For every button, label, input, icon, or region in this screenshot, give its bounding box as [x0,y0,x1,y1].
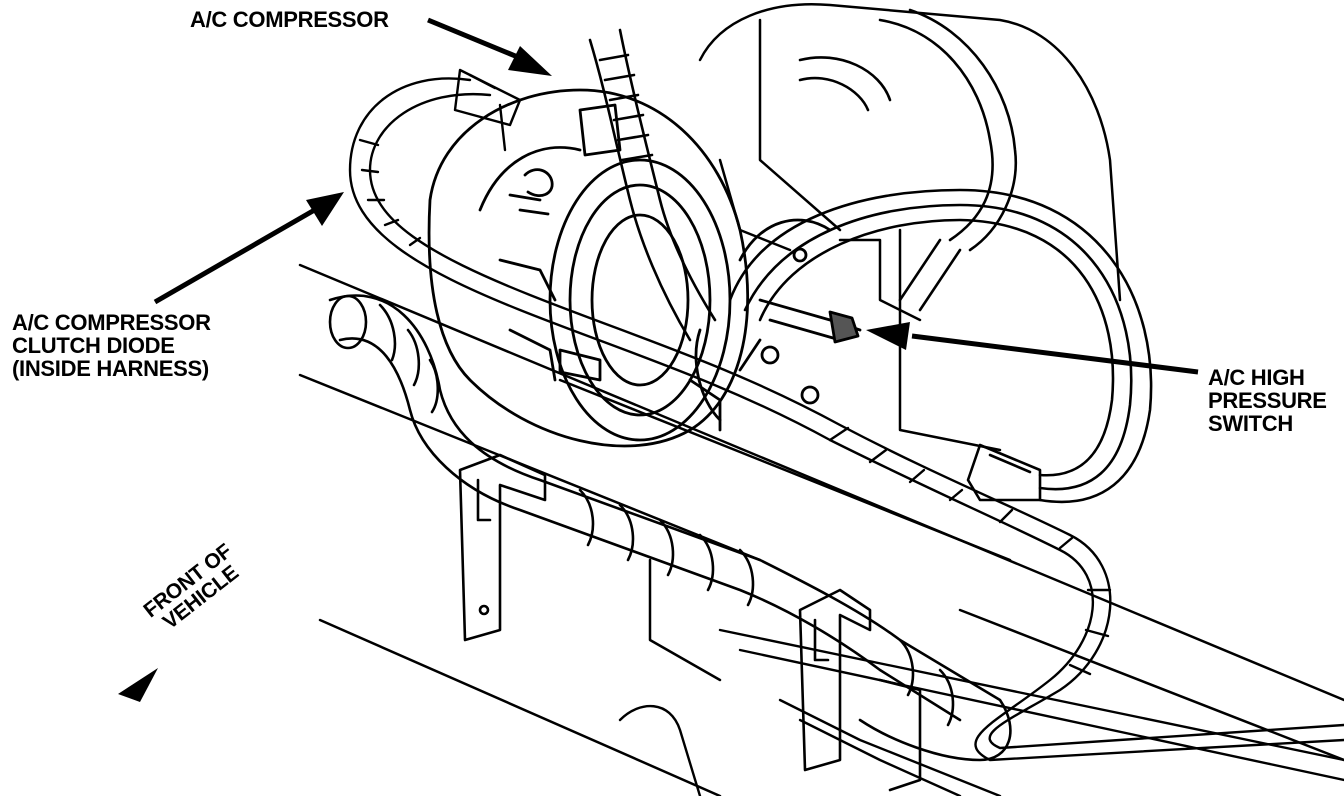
bottom-tubes [618,628,1344,796]
label-line: A/C COMPRESSOR [12,310,211,335]
leader-arrows [153,17,1199,375]
compressor-arrow-icon [508,46,552,76]
label-high-pressure-switch: A/C HIGH PRESSURE SWITCH [1208,366,1327,435]
label-line: A/C COMPRESSOR [190,7,389,32]
switch-arrow-icon [866,322,910,350]
diode-arrow-icon [306,192,344,226]
label-line: PRESSURE [1208,388,1327,413]
frame-rail [298,263,1344,796]
label-ac-compressor: A/C COMPRESSOR [190,8,389,31]
ac-compressor [427,88,750,448]
ac-line [728,188,1153,504]
engine-block [698,3,1122,452]
upper-hoses [588,8,1018,342]
front-arrow-icon [118,668,158,702]
harness-clips [458,453,922,792]
high-pressure-switch [738,218,862,405]
label-line: A/C HIGH [1208,365,1305,390]
label-line: SWITCH [1208,411,1293,436]
label-clutch-diode: A/C COMPRESSOR CLUTCH DIODE (INSIDE HARN… [12,311,211,380]
label-line: (INSIDE HARNESS) [12,356,209,381]
label-line: CLUTCH DIODE [12,333,175,358]
wiring-harness [348,68,1344,762]
